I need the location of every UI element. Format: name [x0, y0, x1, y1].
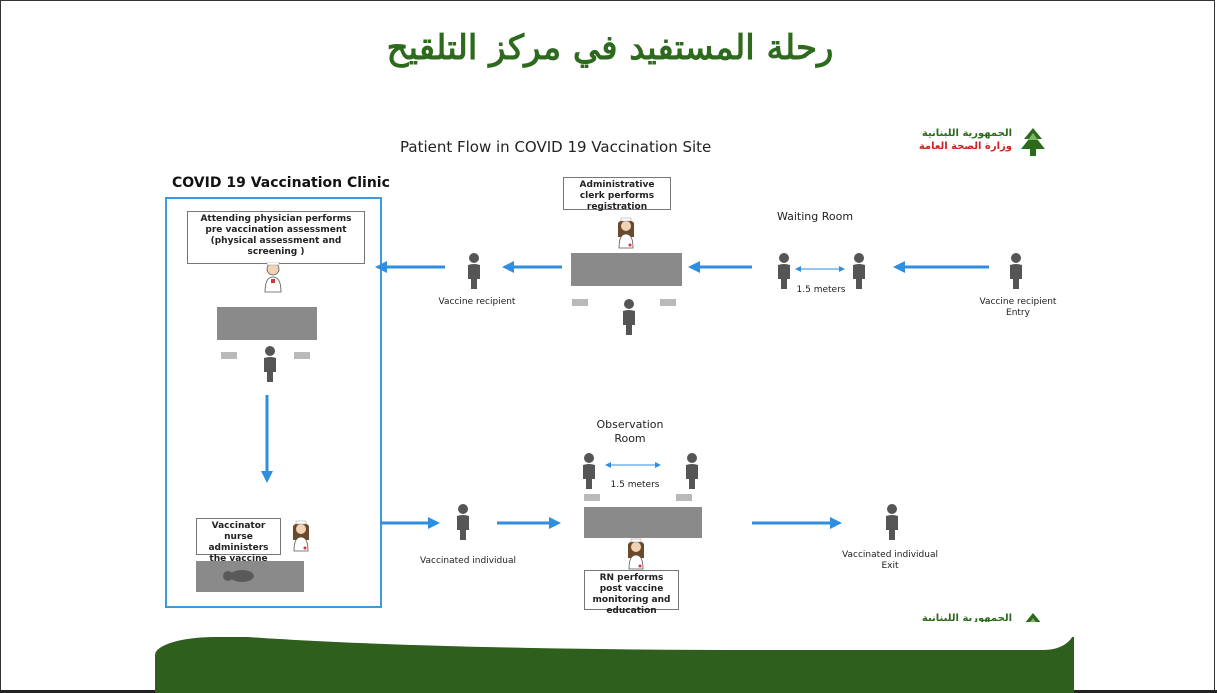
chair — [294, 352, 310, 359]
clinic-box — [165, 197, 382, 608]
chair — [221, 352, 237, 359]
vaccinated-individual-label: Vaccinated individual — [420, 556, 516, 566]
person-icon — [886, 504, 898, 540]
arrow-right — [752, 517, 842, 529]
person-icon — [264, 346, 276, 382]
arrow-left — [502, 261, 562, 273]
entry-label: Vaccine recipient Entry — [979, 297, 1057, 318]
arrow-left — [893, 261, 989, 273]
vaccine-vial-icon — [223, 570, 254, 582]
ministry-logo-top: الجمهورية اللبنانية وزارة الصحة العامة — [900, 125, 1050, 159]
waiting-room-title: Waiting Room — [776, 210, 854, 223]
arrow-down — [261, 395, 273, 483]
registration-desk — [571, 253, 682, 286]
arrow-left — [375, 261, 445, 273]
physician-icon — [264, 262, 282, 293]
logo-line2: وزارة الصحة العامة — [918, 141, 1012, 152]
rn-monitoring-note: RN performs post vaccine monitoring and … — [584, 570, 679, 616]
nurse-icon — [293, 520, 309, 552]
observation-desk — [584, 507, 702, 538]
nurse-note: Vaccinator nurse administers the vaccine — [196, 518, 281, 564]
logo-line1: الجمهورية اللبنانية — [921, 613, 1012, 624]
waiting-distance-label: 1.5 meters — [796, 285, 846, 295]
person-icon — [686, 453, 698, 489]
person-icon — [583, 453, 595, 489]
clerk-icon — [618, 217, 634, 249]
person-icon — [457, 504, 469, 540]
diagram-subtitle: Patient Flow in COVID 19 Vaccination Sit… — [400, 138, 712, 156]
page-title: رحلة المستفيد في مركز التلقيح — [386, 28, 834, 68]
physician-desk — [217, 307, 317, 340]
cedar-icon — [1021, 128, 1045, 156]
person-icon — [853, 253, 865, 289]
observation-room-title: Observation Room — [596, 418, 664, 445]
exit-label: Vaccinated individual Exit — [842, 550, 938, 571]
registration-note: Administrative clerk performs registrati… — [563, 177, 671, 212]
arrow-left — [688, 261, 752, 273]
chair — [660, 299, 676, 306]
physician-note: Attending physician performs pre vaccina… — [187, 211, 365, 264]
clinic-title: COVID 19 Vaccination Clinic — [172, 175, 390, 191]
person-icon — [623, 299, 635, 335]
distance-arrow — [795, 266, 845, 272]
person-icon — [468, 253, 480, 289]
chair — [584, 494, 600, 501]
arrow-right — [380, 517, 440, 529]
arrow-right — [497, 517, 561, 529]
distance-arrow — [605, 462, 661, 468]
observation-distance-label: 1.5 meters — [610, 480, 660, 490]
person-icon — [1010, 253, 1022, 289]
rn-nurse-icon — [628, 538, 644, 570]
logo-line1: الجمهورية اللبنانية — [921, 128, 1012, 139]
vaccine-recipient-label: Vaccine recipient — [438, 297, 516, 307]
person-icon — [778, 253, 790, 289]
chair — [676, 494, 692, 501]
chair — [572, 299, 588, 306]
